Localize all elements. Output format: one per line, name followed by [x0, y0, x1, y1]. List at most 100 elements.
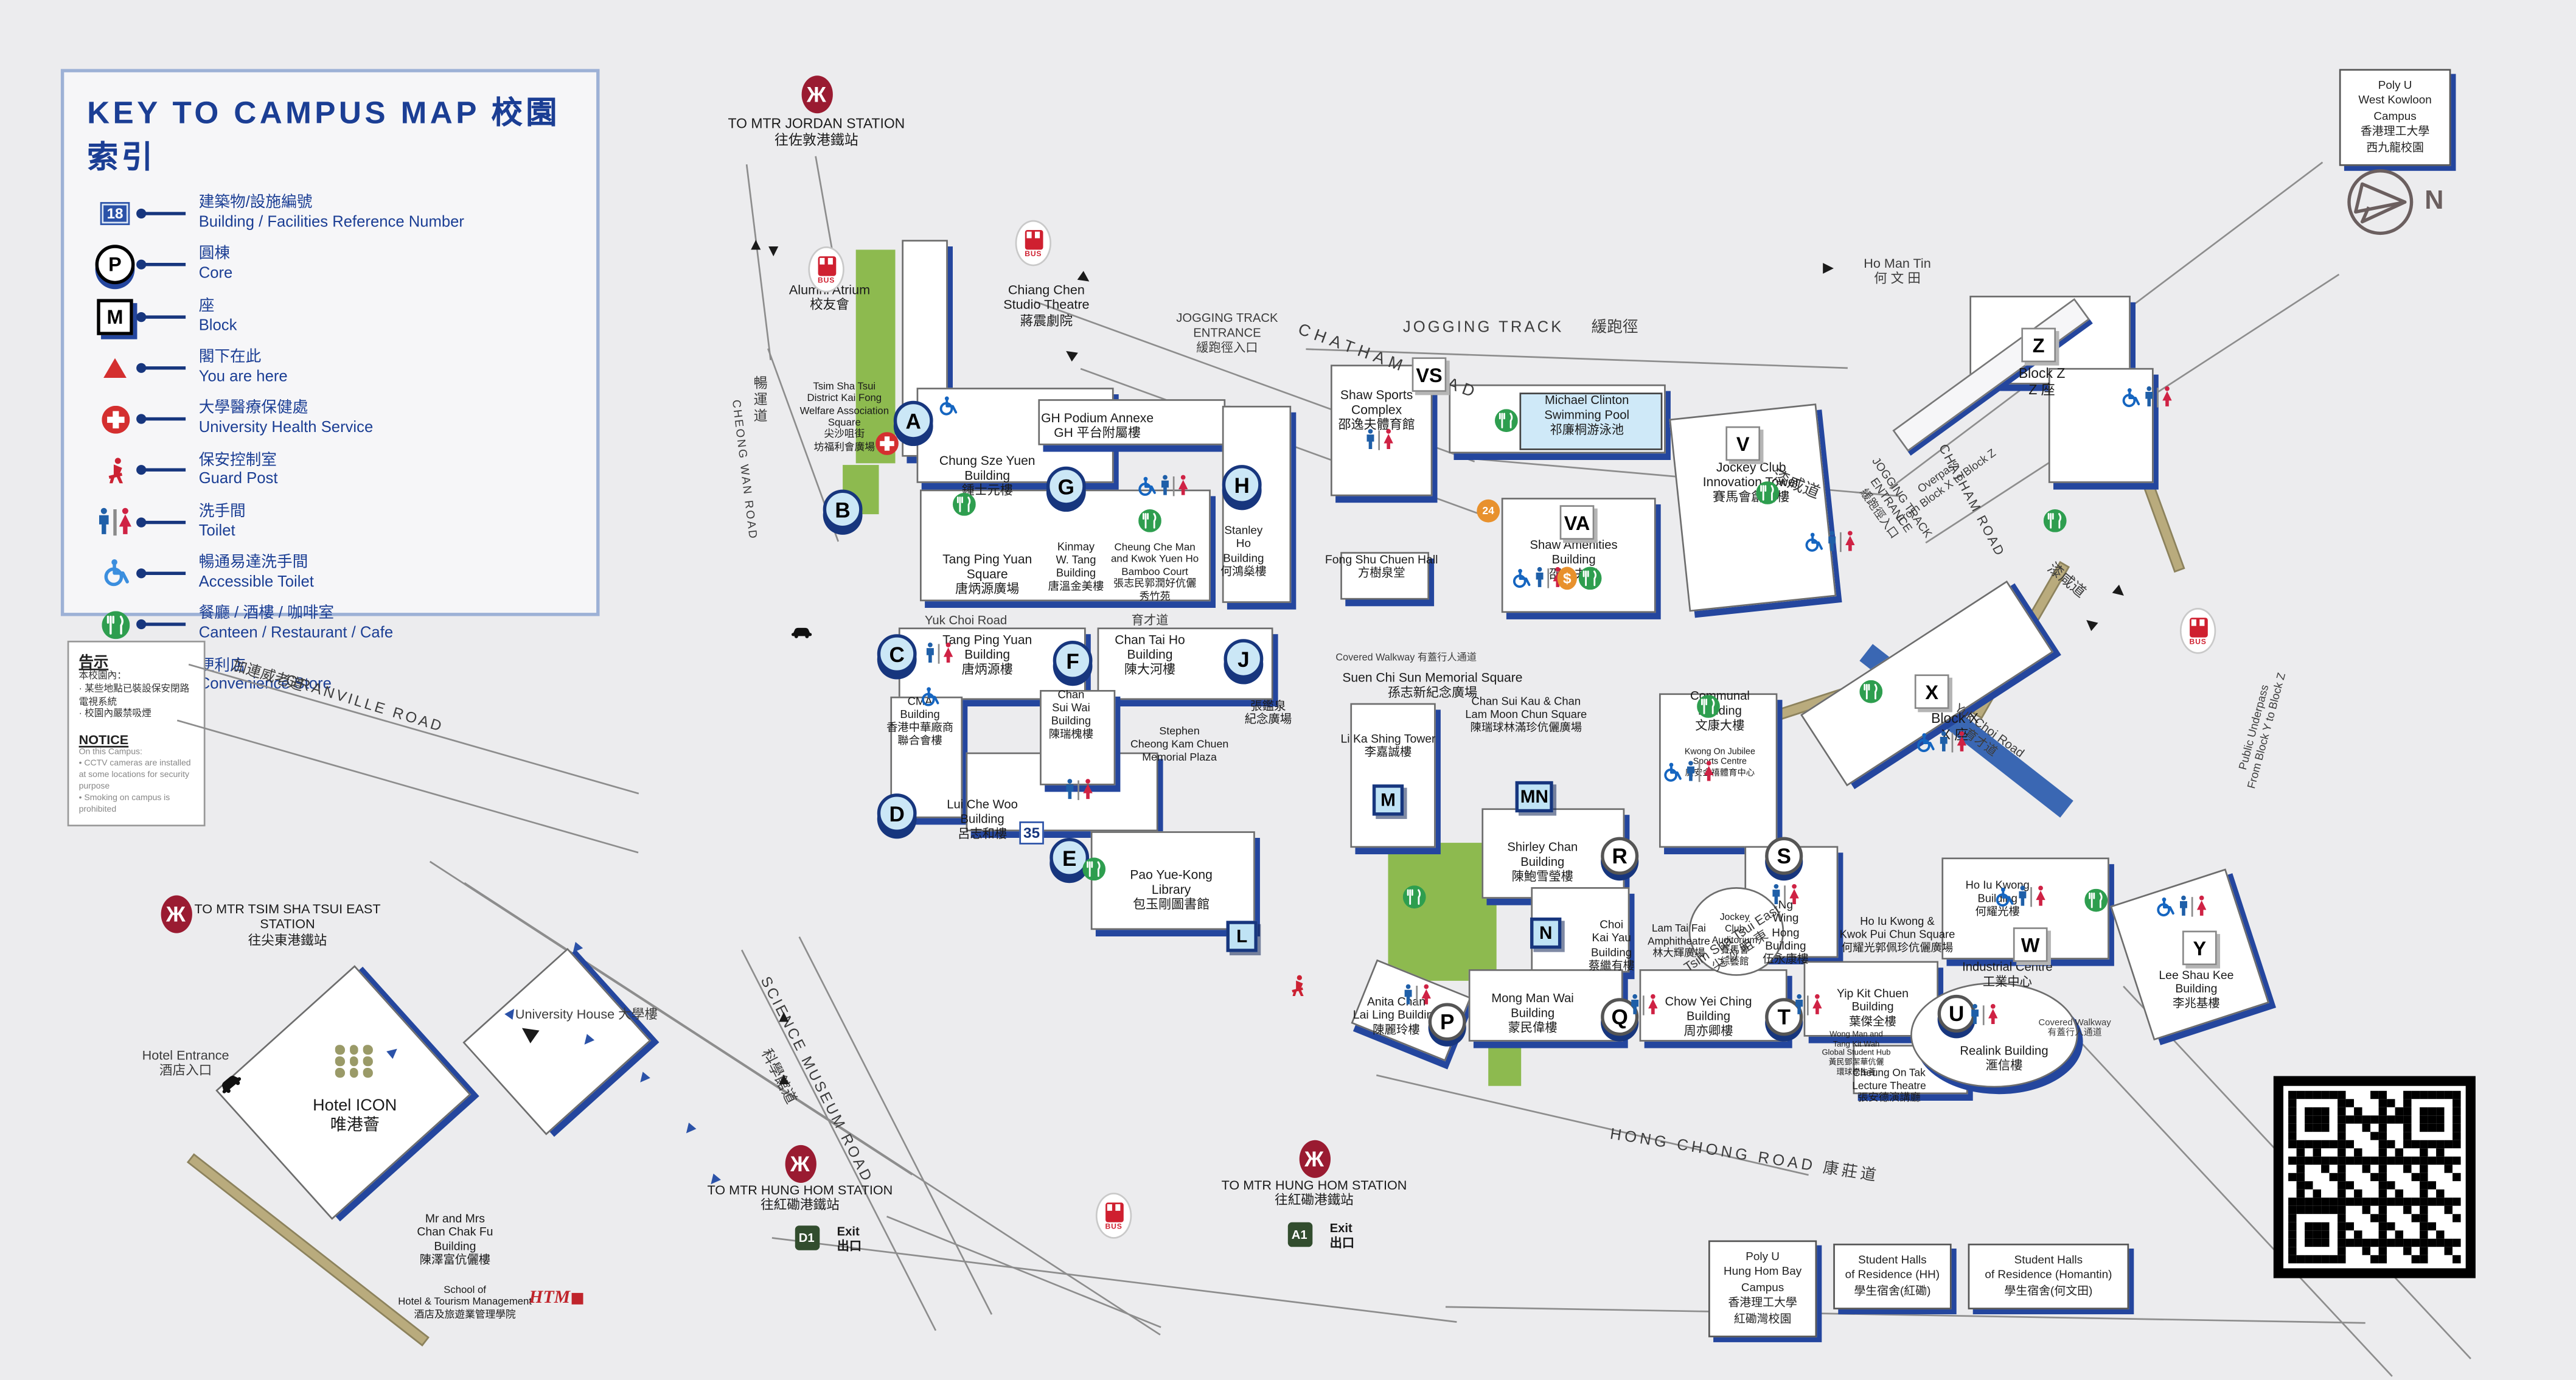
badge-mn: MN [1515, 781, 1553, 813]
legend-connector [136, 465, 186, 476]
legend-connector [136, 568, 186, 579]
toilet-icon [1794, 994, 1822, 1016]
badge-n: N [1530, 917, 1562, 949]
badge-va: VA [1559, 505, 1595, 540]
guard-post-icon [1286, 974, 1309, 997]
canteen-icon [1082, 857, 1106, 881]
accessible-toilet-icon [2155, 895, 2206, 917]
road-label-jogging-track-zh: 緩跑徑 [1591, 318, 1638, 337]
lawn-area [1488, 1046, 1522, 1086]
ref-number-icon: 18 [87, 201, 143, 225]
direction-arrow-icon: ► [775, 1008, 794, 1025]
building-footprint [1659, 693, 1778, 848]
road-line [815, 156, 834, 254]
road-line [176, 719, 639, 854]
accessible-toilet-icon [1662, 761, 1713, 782]
canteen-icon [1495, 409, 1518, 433]
you-are-here-icon [87, 358, 143, 378]
canteen-icon [1138, 509, 1161, 532]
road-label-hong-chong-road: HONG CHONG ROAD 康莊道 [1609, 1125, 1881, 1187]
exit-badge-d1: D1 [794, 1224, 819, 1250]
mtr-station-icon: Ж [1298, 1139, 1330, 1177]
accessible-toilet-icon [87, 559, 143, 587]
mtr-station-icon: Ж [160, 894, 192, 933]
notice-panel: 告示 本校園內： · 某些地點已裝設保安閉路電視系統· 校園內嚴禁吸煙 NOTI… [67, 641, 206, 828]
badge-b: B [823, 489, 863, 529]
building-footprint [215, 965, 472, 1220]
toilet-icon [87, 508, 143, 536]
road-label-yuk-choi-road-center-zh: 育才道 [1131, 613, 1169, 628]
direction-arrow-icon: ► [1819, 259, 1837, 279]
mtr-station-icon: Ж [784, 1144, 816, 1182]
car-icon [790, 626, 813, 638]
taxi-icon [215, 1069, 245, 1097]
compass-icon: N [2346, 167, 2443, 236]
toilet-icon [1629, 994, 1657, 1016]
legend-connector [136, 619, 186, 630]
accessible-toilet-icon [2121, 386, 2172, 408]
toilet-icon [1365, 429, 1393, 450]
accessible-icon [938, 396, 958, 416]
legend-connector [136, 311, 186, 322]
road-label-yuk-choi-road-center: Yuk Choi Road [925, 613, 1008, 628]
building-footprint [1222, 405, 1292, 603]
badge-h: H [1222, 465, 1262, 504]
health-service-icon [87, 405, 143, 433]
health-service-icon [875, 432, 899, 455]
route-arrow-icon: ► [630, 1066, 655, 1090]
compass-rose-icon [2347, 169, 2414, 235]
badge-d: D [877, 793, 917, 833]
canteen-icon [2043, 509, 2067, 532]
building-footprint [1688, 887, 1784, 976]
direction-arrow-icon: ► [764, 243, 782, 260]
lawn-area [855, 249, 896, 464]
guard-post-icon [87, 456, 143, 484]
badge-g: G [1046, 466, 1086, 506]
canteen-icon [953, 493, 976, 516]
badge-m: M [1372, 784, 1404, 816]
direction-arrow-icon: ► [775, 1071, 794, 1088]
road-label-cheong-wan-road-zh: 暢運道 [753, 374, 768, 424]
notice-zh-intro: 本校園內： [78, 672, 127, 682]
bank-icon: $ [1557, 566, 1577, 590]
hotel-icon-logo [335, 1045, 375, 1077]
road-label-jogging-track: JOGGING TRACK [1402, 318, 1564, 337]
badge-r: R [1601, 837, 1639, 875]
